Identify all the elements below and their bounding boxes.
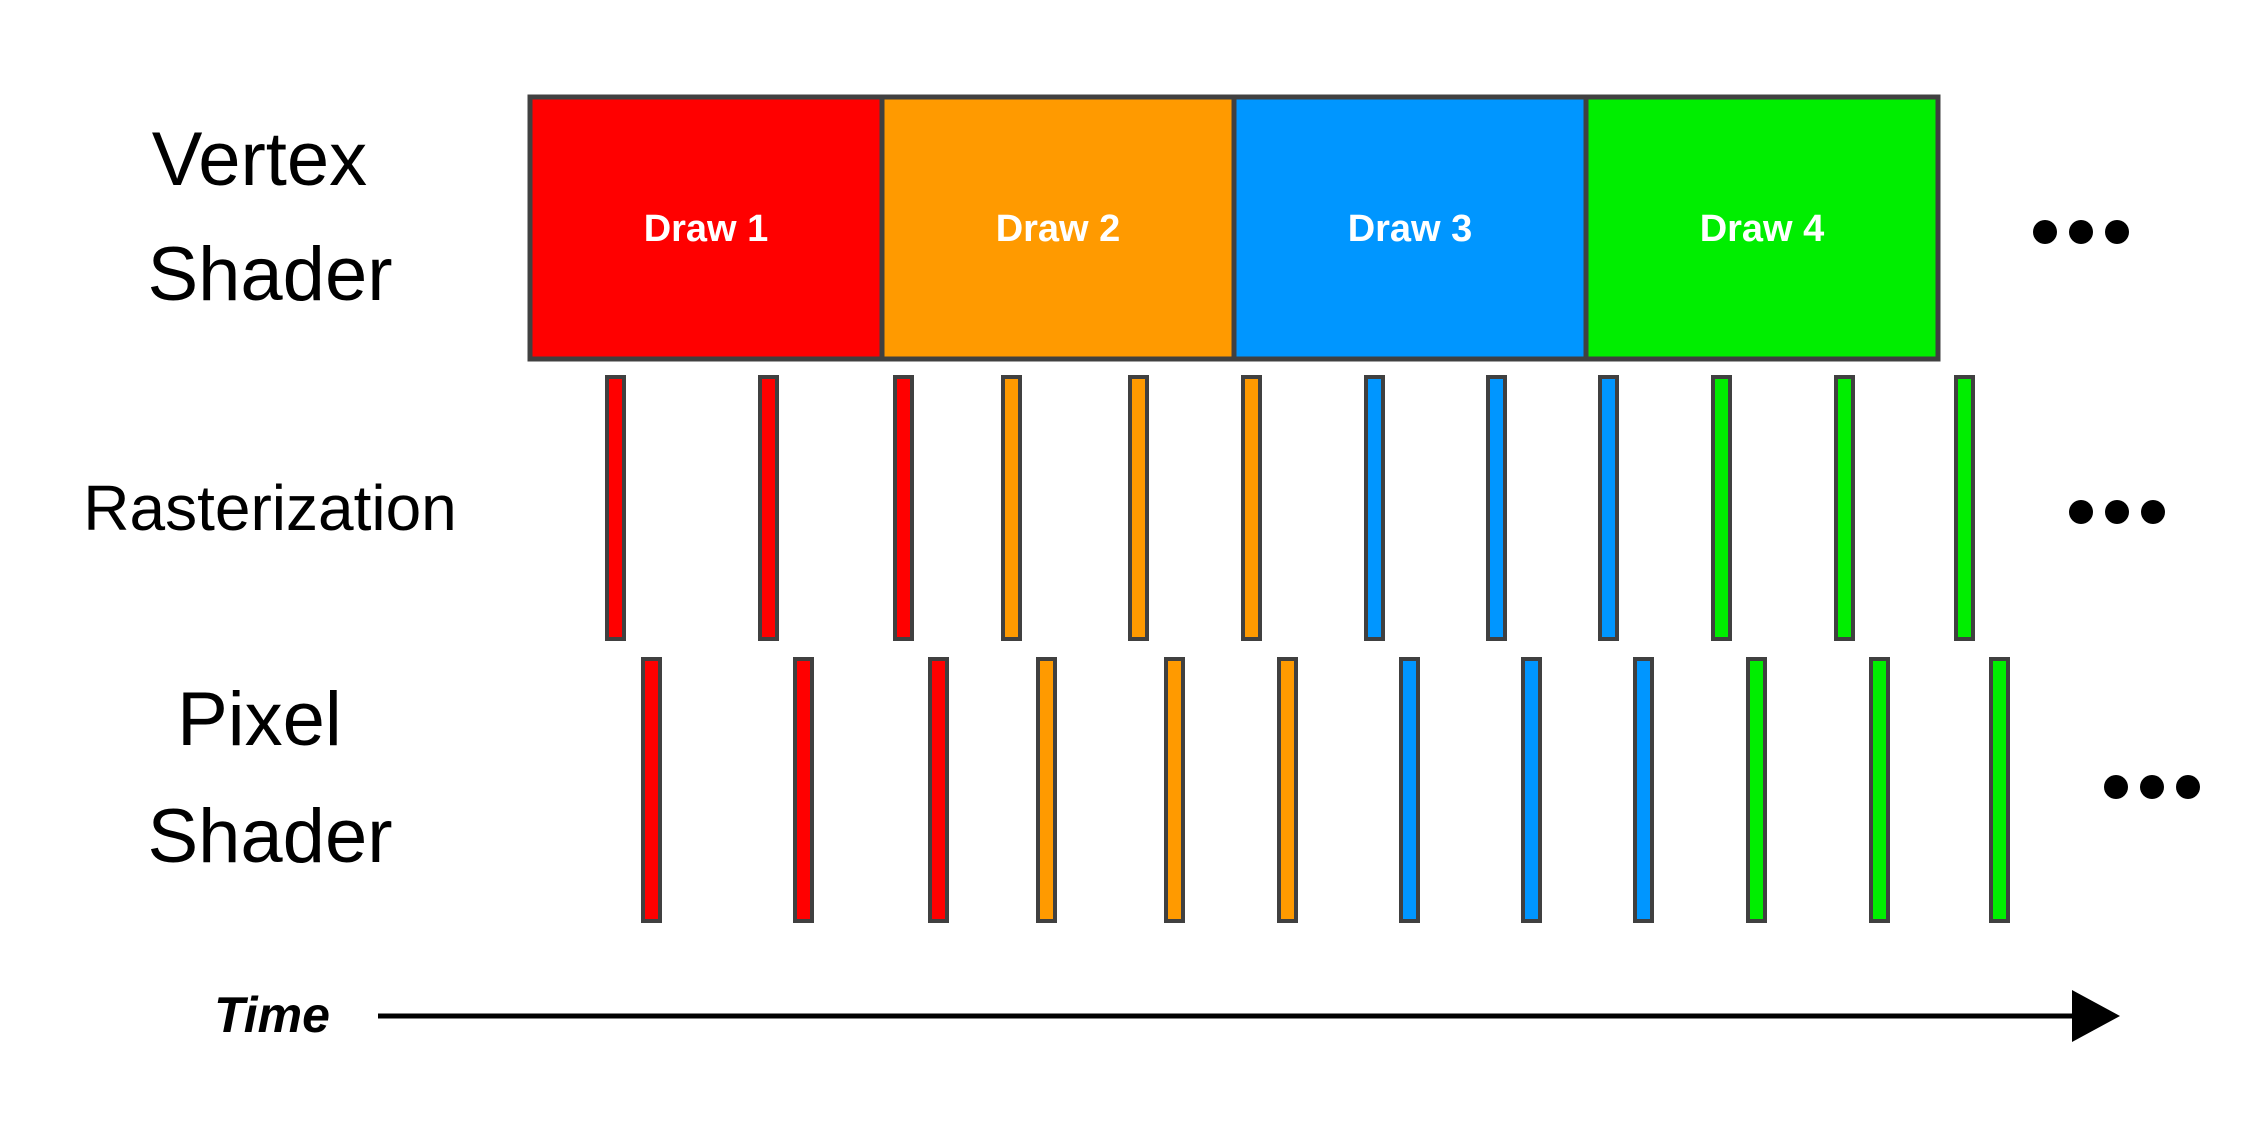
rasterization-label: Rasterization <box>83 472 457 544</box>
draw-block-1 <box>527 94 885 362</box>
vertex-shader-row: Draw 1 Draw 2 Draw 3 Draw 4 <box>527 94 1941 362</box>
pixel-bar-1 <box>641 657 662 923</box>
raster-ellipsis-icon <box>2069 500 2165 524</box>
pixel-bar-7 <box>1399 657 1420 923</box>
draw-block-label-3: Draw 3 <box>1348 208 1473 250</box>
vertex-ellipsis-icon <box>2033 220 2129 244</box>
raster-bar-3 <box>893 375 914 641</box>
pixel-bar-6 <box>1277 657 1298 923</box>
raster-bar-5 <box>1128 375 1149 641</box>
pixel-shader-row <box>641 657 2010 923</box>
vertex-shader-label: Vertex Shader <box>147 117 392 317</box>
pixel-bar-8 <box>1521 657 1542 923</box>
raster-bar-1 <box>605 375 626 641</box>
draw-block-label-4: Draw 4 <box>1700 208 1825 250</box>
pixel-bar-3 <box>928 657 949 923</box>
raster-bar-7 <box>1364 375 1385 641</box>
raster-bar-8 <box>1486 375 1507 641</box>
raster-bar-2 <box>758 375 779 641</box>
raster-bar-4 <box>1001 375 1022 641</box>
pixel-shader-label: Pixel Shader <box>147 677 392 879</box>
draw-block-label-1: Draw 1 <box>644 208 769 250</box>
pixel-bar-10 <box>1746 657 1767 923</box>
rasterization-row <box>605 375 1975 641</box>
raster-bar-6 <box>1241 375 1262 641</box>
arrowhead-icon <box>2072 990 2120 1042</box>
pixel-bar-5 <box>1164 657 1185 923</box>
draw-block-2 <box>879 94 1237 362</box>
raster-bar-10 <box>1711 375 1732 641</box>
pixel-bar-12 <box>1989 657 2010 923</box>
draw-block-label-2: Draw 2 <box>996 208 1121 250</box>
pixel-bar-9 <box>1633 657 1654 923</box>
raster-bar-12 <box>1954 375 1975 641</box>
raster-bar-9 <box>1598 375 1619 641</box>
pixel-bar-2 <box>793 657 814 923</box>
draw-block-3 <box>1231 94 1589 362</box>
pixel-ellipsis-icon <box>2104 775 2200 799</box>
time-axis-label: Time <box>214 987 330 1043</box>
draw-block-4 <box>1583 94 1941 362</box>
raster-bar-11 <box>1834 375 1855 641</box>
time-arrow <box>378 990 2120 1042</box>
pixel-bar-4 <box>1036 657 1057 923</box>
pixel-bar-11 <box>1869 657 1890 923</box>
